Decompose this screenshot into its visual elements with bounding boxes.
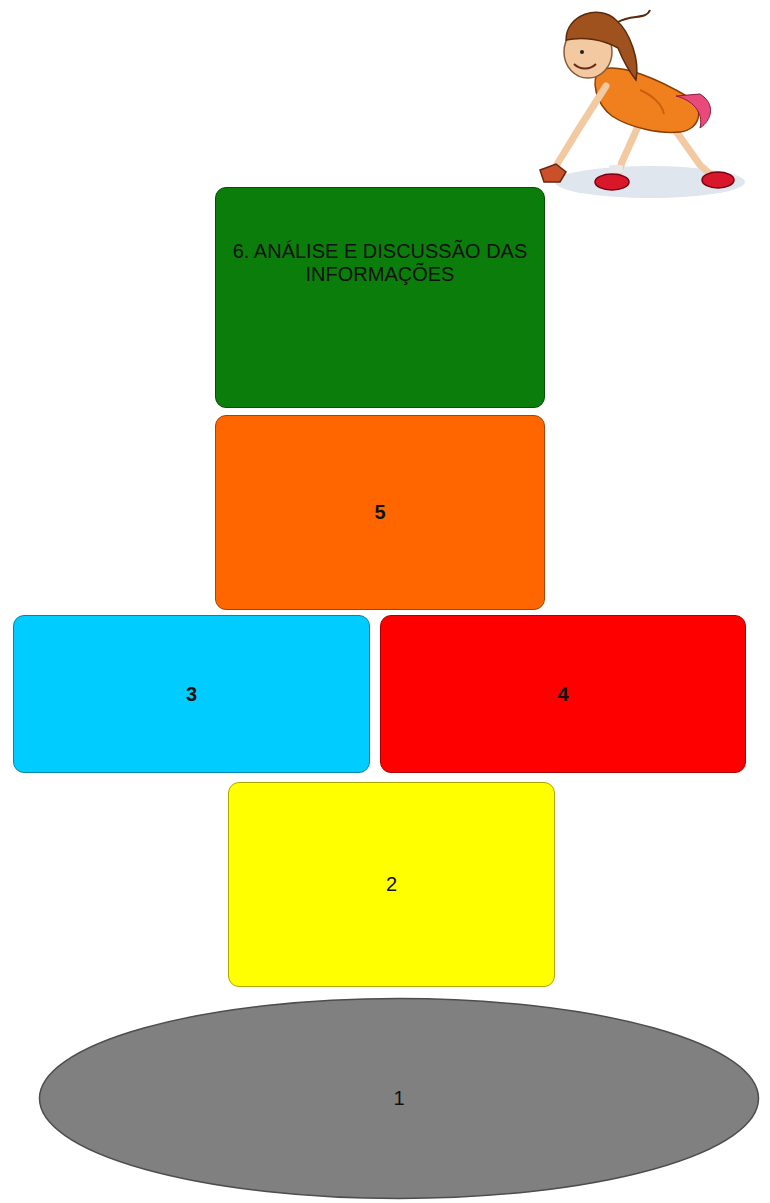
square-label: 4 <box>557 683 568 706</box>
girl-figure <box>540 10 745 198</box>
grey-ellipse: 1 <box>38 997 760 1200</box>
blue-square: 3 <box>13 615 370 773</box>
square-label: 6. ANÁLISE E DISCUSSÃO DAS INFORMAÇÕES <box>232 240 528 286</box>
green-square: 6. ANÁLISE E DISCUSSÃO DAS INFORMAÇÕES <box>215 187 545 408</box>
square-label: 2 <box>386 873 397 896</box>
square-label: 3 <box>186 683 197 706</box>
yellow-square: 2 <box>228 782 555 987</box>
orange-square: 5 <box>215 415 545 610</box>
square-label: 5 <box>374 501 385 524</box>
ground-shadow <box>555 166 745 198</box>
red-square: 4 <box>380 615 746 773</box>
square-label: 1 <box>393 1087 404 1110</box>
